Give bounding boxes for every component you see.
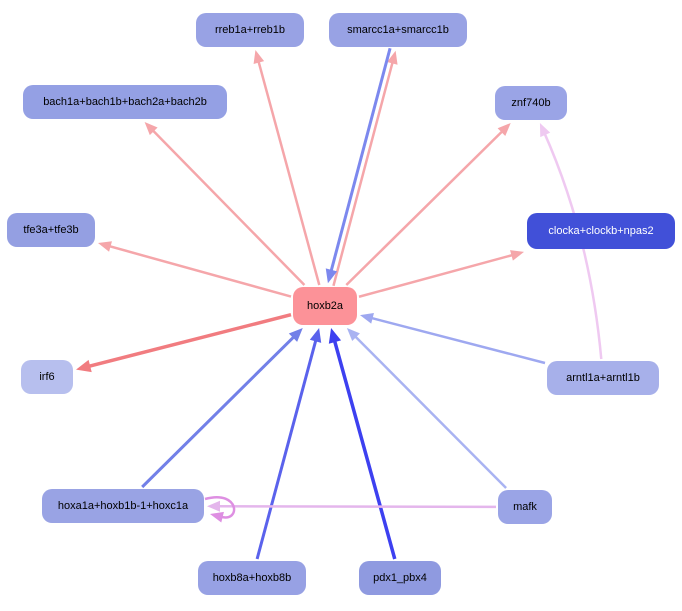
edge-hoxb2a-to-clocka_clockb_npas2 bbox=[358, 250, 524, 298]
edge-hoxb2a-to-tfe3a_tfe3b bbox=[98, 241, 292, 298]
node-hoxb2a[interactable]: hoxb2a bbox=[293, 287, 357, 325]
edge-hoxa1a_hoxb1b-1_hoxc1a-self-loop bbox=[204, 496, 236, 523]
edge-hoxb2a-to-irf6 bbox=[76, 312, 292, 373]
edge-hoxb8a_hoxb8b-to-hoxb2a bbox=[255, 328, 322, 560]
node-irf6[interactable]: irf6 bbox=[21, 360, 73, 394]
node-hoxa1a_hoxb1b-1_hoxc1a[interactable]: hoxa1a+hoxb1b-1+hoxc1a bbox=[42, 489, 204, 523]
node-pdx1_pbx4[interactable]: pdx1_pbx4 bbox=[359, 561, 441, 595]
edge-mafk-to-hoxa1a_hoxb1b-1_hoxc1a bbox=[207, 500, 497, 512]
node-hoxb8a_hoxb8b[interactable]: hoxb8a+hoxb8b bbox=[198, 561, 306, 595]
edge-hoxb2a-to-rreb1a_rreb1b bbox=[253, 50, 321, 286]
node-rreb1a_rreb1b[interactable]: rreb1a+rreb1b bbox=[196, 13, 304, 47]
node-smarcc1a_smarcc1b[interactable]: smarcc1a+smarcc1b bbox=[329, 13, 467, 47]
edge-smarcc1a_smarcc1b-to-hoxb2a bbox=[325, 47, 392, 284]
edge-hoxb2a-to-smarcc1a_smarcc1b bbox=[332, 50, 398, 287]
node-clocka_clockb_npas2[interactable]: clocka+clockb+npas2 bbox=[527, 213, 675, 249]
edge-mafk-to-hoxb2a bbox=[346, 328, 507, 489]
edge-hoxb2a-to-bach1a_bach1b_bach2a_bach2b bbox=[144, 122, 306, 286]
edge-pdx1_pbx4-to-hoxb2a bbox=[328, 328, 397, 560]
node-mafk[interactable]: mafk bbox=[498, 490, 552, 524]
node-tfe3a_tfe3b[interactable]: tfe3a+tfe3b bbox=[7, 213, 95, 247]
edge-hoxb2a-to-znf740b bbox=[345, 123, 511, 286]
edge-arntl1a_arntl1b-to-hoxb2a bbox=[360, 313, 546, 365]
edge-hoxa1a_hoxb1b-1_hoxc1a-to-hoxb2a bbox=[141, 328, 303, 489]
node-bach1a_bach1b_bach2a_bach2b[interactable]: bach1a+bach1b+bach2a+bach2b bbox=[23, 85, 227, 119]
node-arntl1a_arntl1b[interactable]: arntl1a+arntl1b bbox=[547, 361, 659, 395]
node-znf740b[interactable]: znf740b bbox=[495, 86, 567, 120]
